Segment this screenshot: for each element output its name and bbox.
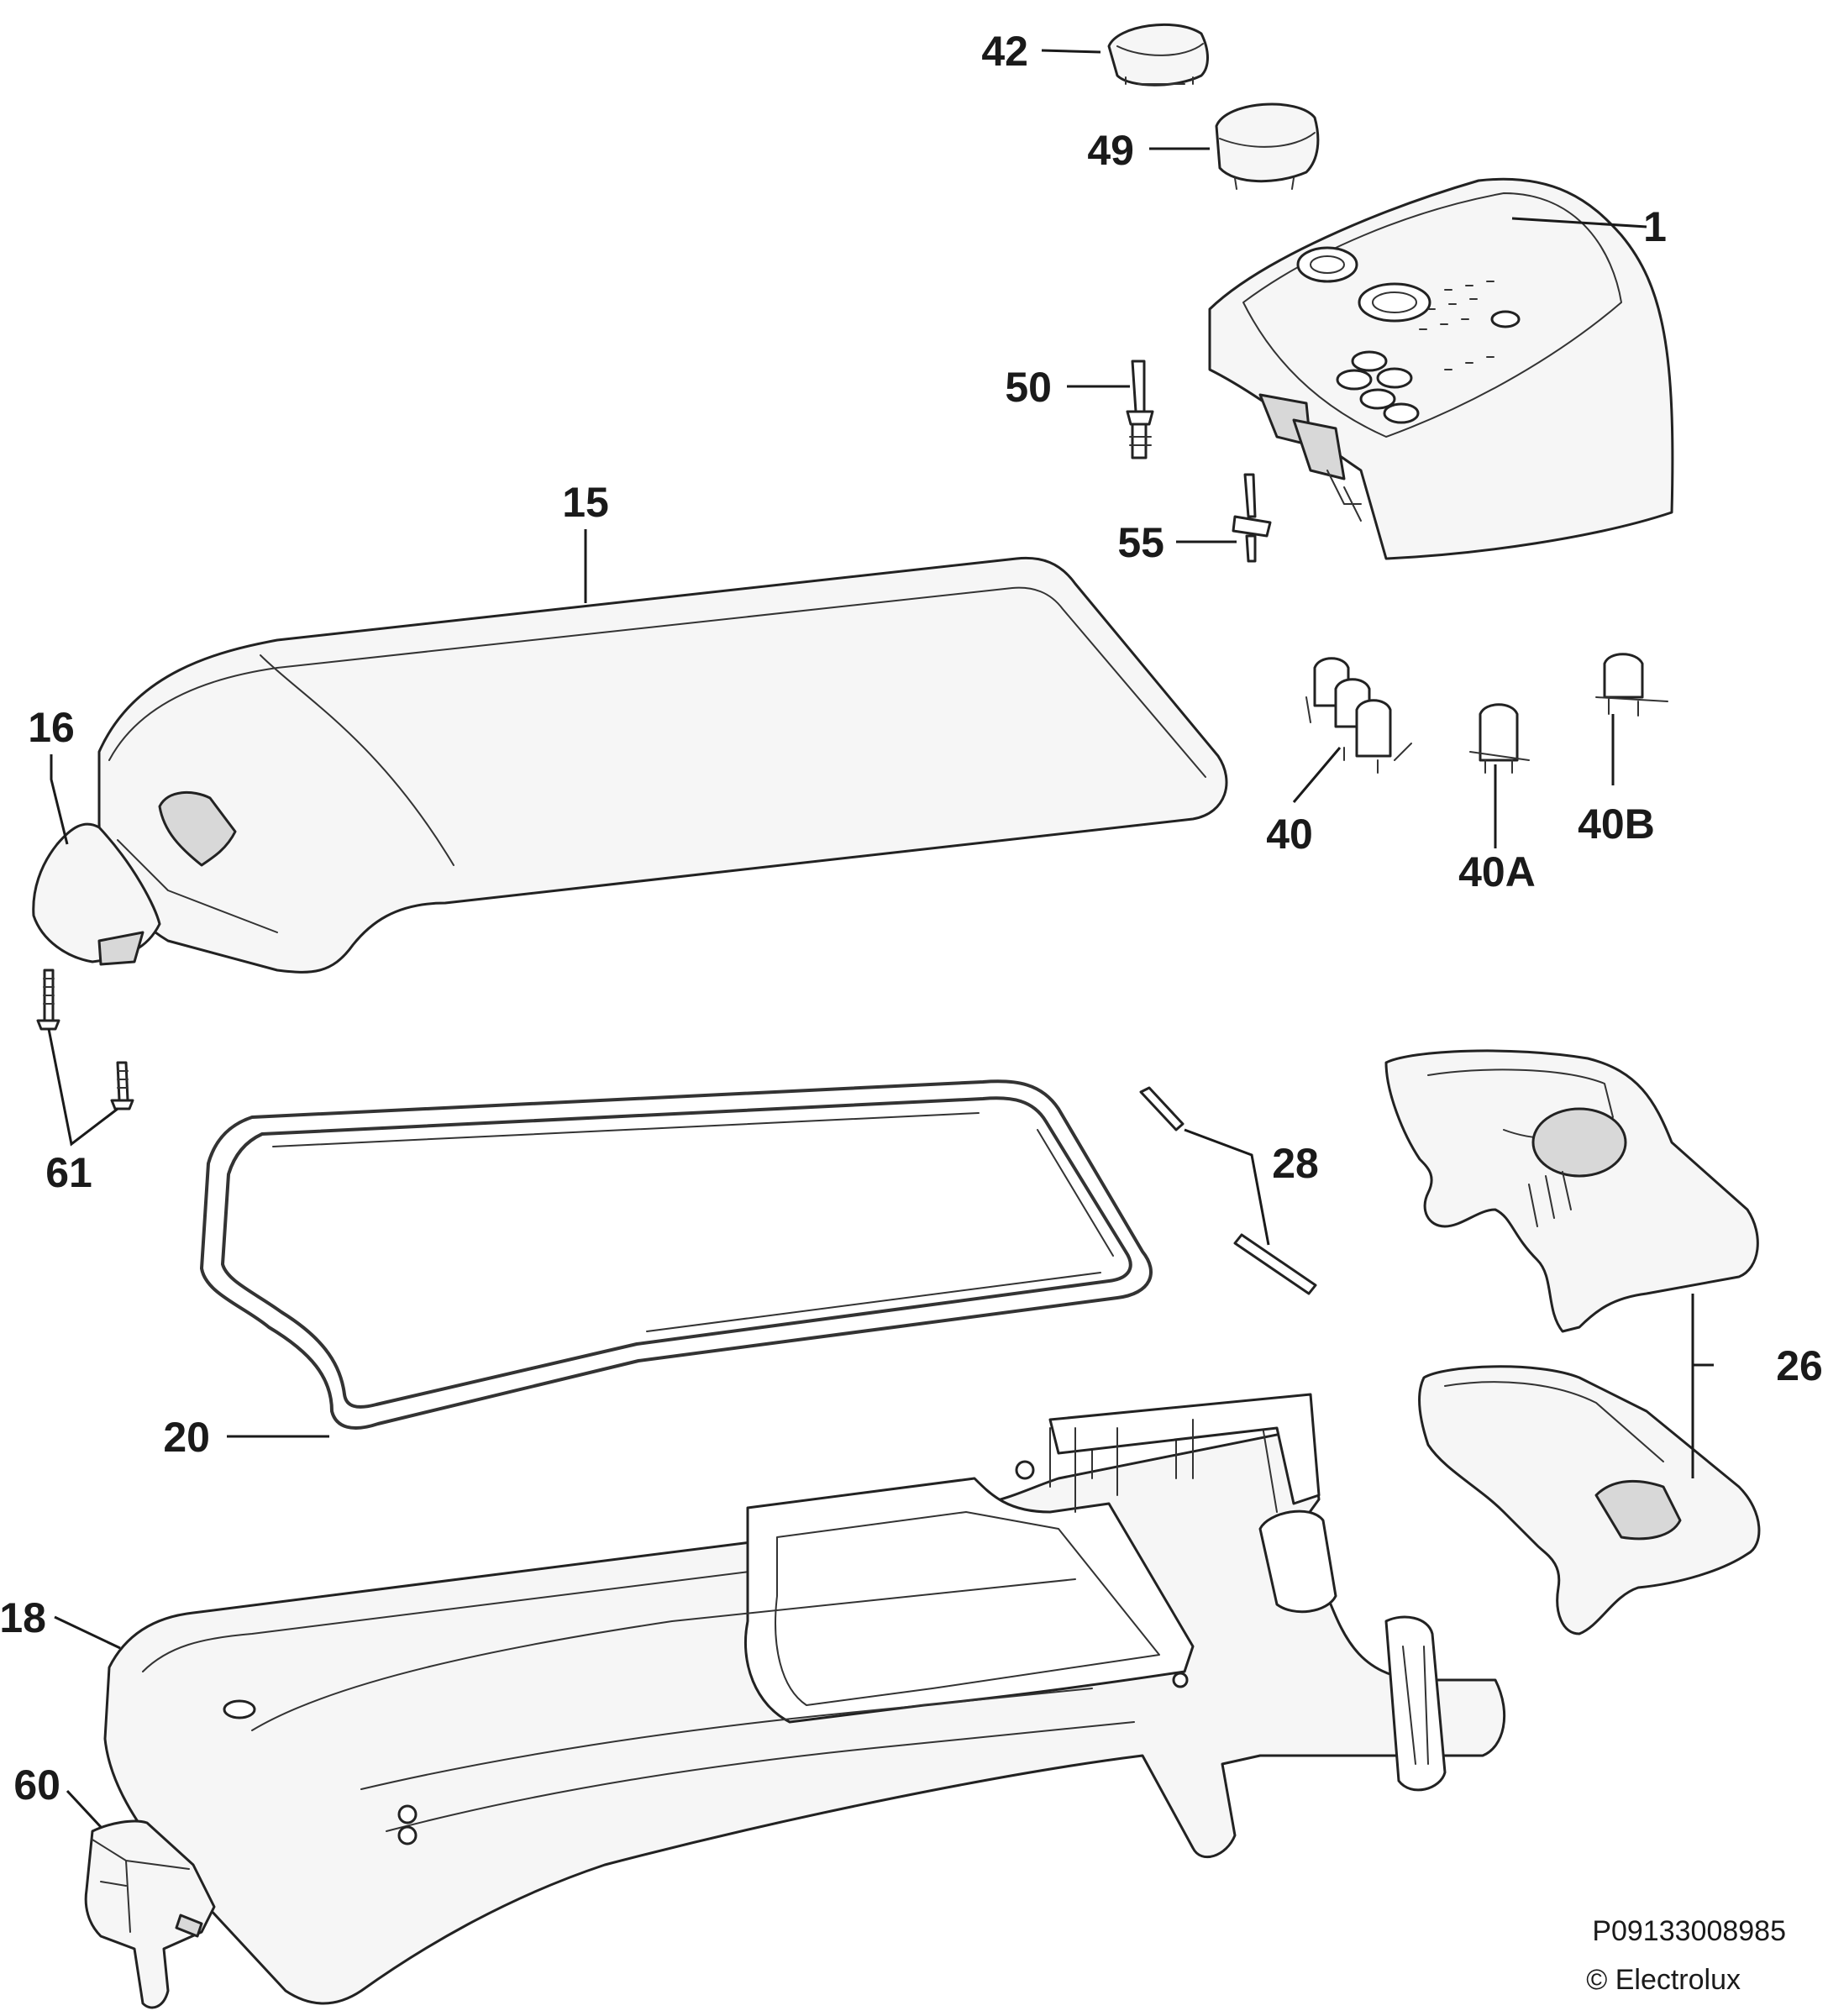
part-42-knob — [1107, 23, 1209, 87]
callout-49: 49 — [1087, 127, 1134, 174]
callout-26: 26 — [1776, 1342, 1823, 1389]
callout-50: 50 — [1005, 364, 1052, 411]
callout-40b: 40B — [1578, 801, 1655, 848]
callout-60: 60 — [13, 1761, 60, 1809]
callout-28: 28 — [1272, 1140, 1319, 1187]
part-18-base-frame — [103, 1393, 1506, 2005]
callout-18: 18 — [0, 1594, 46, 1641]
part-20-gasket — [200, 1079, 1153, 1430]
part-55-pin — [1232, 473, 1272, 563]
part-16-handle-cap — [32, 822, 161, 966]
part-40-buttons — [1305, 657, 1412, 774]
leader-40 — [1292, 747, 1342, 803]
part-49-knob — [1215, 102, 1320, 190]
part-60-latch — [84, 1819, 216, 2009]
leader-28 — [1184, 1128, 1270, 1246]
part-26-dispenser — [1384, 1049, 1761, 1635]
callout-55: 55 — [1117, 519, 1164, 566]
callout-labels: 42 49 1 50 15 55 16 40 40A 40B 61 28 26 … — [0, 28, 1823, 1809]
callout-61: 61 — [45, 1149, 92, 1196]
copyright-notice: © Electrolux — [1586, 1964, 1741, 1996]
part-40b-button — [1595, 653, 1668, 717]
drawing-id: P09133008985 — [1592, 1915, 1786, 1947]
leader-1 — [1511, 217, 1647, 228]
leader-18 — [54, 1615, 121, 1650]
leader-lines — [47, 49, 1714, 1829]
callout-20: 20 — [163, 1414, 210, 1461]
leader-61 — [47, 1028, 118, 1147]
callout-1: 1 — [1643, 203, 1667, 250]
leader-42 — [1041, 49, 1101, 54]
part-15-lid — [97, 556, 1228, 974]
part-28-pins — [1139, 1086, 1317, 1295]
part-50-pin — [1126, 360, 1154, 459]
part-40a-button — [1469, 703, 1530, 774]
callout-42: 42 — [981, 28, 1028, 75]
part-61-screws — [36, 969, 134, 1110]
callout-16: 16 — [28, 704, 75, 751]
leader-16 — [50, 754, 69, 845]
callout-40a: 40A — [1458, 848, 1536, 895]
callout-15: 15 — [562, 479, 609, 526]
part-1-control-panel — [1208, 177, 1674, 560]
callout-40: 40 — [1266, 811, 1313, 858]
leader-60 — [66, 1789, 102, 1829]
leader-26 — [1691, 1294, 1714, 1478]
